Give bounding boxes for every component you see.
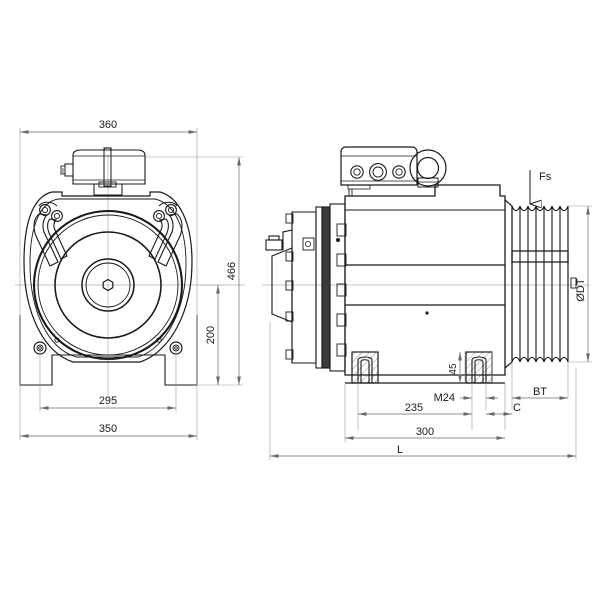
dimension-235: 235 xyxy=(358,402,496,416)
dimension-45-label: 45 xyxy=(448,363,459,375)
dimension-odt-label: ØDT xyxy=(575,278,587,302)
front-view-housing-ring xyxy=(29,198,187,358)
side-view-body-lines xyxy=(345,209,505,306)
front-view: 360 295 350 466 200 xyxy=(15,119,245,440)
dimension-m24: M24 xyxy=(434,392,498,404)
dimension-300-label: 300 xyxy=(416,426,434,438)
terminal-box xyxy=(340,146,418,196)
dimension-360-label: 360 xyxy=(99,119,117,131)
dimension-350: 350 xyxy=(20,423,197,438)
dimension-350-label: 350 xyxy=(99,423,117,435)
dimension-bt-label: BT xyxy=(533,386,547,398)
side-view-motor-body xyxy=(344,184,506,376)
dimension-odt: ØDT xyxy=(575,206,590,362)
sheave-key-mark xyxy=(570,277,577,289)
load-arrow-fs-label: Fs xyxy=(539,171,552,183)
front-view-brake-caliper-left xyxy=(33,201,68,267)
dimension-200-label: 200 xyxy=(205,326,217,344)
front-view-brake-actuator xyxy=(60,147,146,196)
front-view-housing xyxy=(23,191,193,363)
dimension-300: 300 xyxy=(345,426,505,440)
dimension-c: C xyxy=(486,402,521,416)
dimension-l: L xyxy=(270,444,576,458)
side-view: Fs 45 xyxy=(262,146,592,460)
front-view-extension-lines xyxy=(19,128,243,440)
dimension-466-label: 466 xyxy=(226,262,238,280)
side-view-body-marker xyxy=(425,311,429,315)
front-view-shaft-end xyxy=(102,278,114,292)
dimension-360: 360 xyxy=(20,119,197,134)
dimension-m24-label: M24 xyxy=(434,392,455,404)
lifting-eye xyxy=(409,149,447,188)
terminal-box-cable-glands xyxy=(350,163,406,181)
dimension-295: 295 xyxy=(40,395,176,410)
front-view-brake-caliper-right xyxy=(148,201,183,267)
front-view-brake-disc xyxy=(32,209,184,361)
traction-sheave xyxy=(504,199,577,369)
dimension-200: 200 xyxy=(205,285,220,385)
dimension-466: 466 xyxy=(226,157,241,385)
side-view-foot-left xyxy=(351,351,379,384)
side-view-flange-lugs xyxy=(285,213,347,360)
dimension-bt: BT xyxy=(512,386,568,400)
dimension-l-label: L xyxy=(397,444,403,456)
dimension-295-label: 295 xyxy=(99,395,117,407)
side-view-foot-right xyxy=(465,351,493,384)
side-view-encoder xyxy=(265,235,293,323)
dimension-c-label: C xyxy=(513,402,521,414)
front-view-hub xyxy=(81,258,135,312)
dimension-45: 45 xyxy=(448,352,462,383)
front-view-centerlines xyxy=(15,155,245,400)
load-arrow-fs: Fs xyxy=(529,170,552,204)
dimension-235-label: 235 xyxy=(405,402,423,414)
